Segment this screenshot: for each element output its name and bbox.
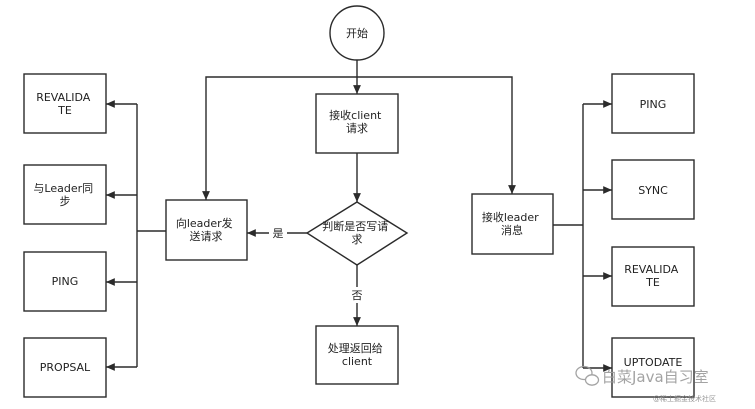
label-judge-write: 判断是否写请 求	[322, 219, 392, 246]
label-revalidate-left: REVALIDA TE	[36, 91, 94, 117]
label-propsal: PROPSAL	[40, 361, 91, 374]
node-send-to-leader	[165, 199, 248, 261]
node-sync-with-leader	[23, 164, 107, 225]
node-start	[329, 5, 385, 61]
edge-label-yes: 是	[273, 227, 284, 240]
node-ping-left	[23, 251, 107, 312]
edge-label-yes-bg	[269, 225, 287, 241]
label-handle-return: 处理返回给 client	[328, 342, 387, 368]
label-sync-right: SYNC	[638, 184, 668, 197]
label-ping-right: PING	[640, 98, 667, 111]
node-uptodate	[611, 337, 695, 398]
label-uptodate: UPTODATE	[624, 356, 683, 369]
node-handle-return	[315, 325, 399, 385]
watermark-main: 白菜Java自习室	[602, 368, 709, 386]
label-revalidate-right: REVALIDA TE	[624, 263, 682, 289]
watermark-sub: @稀土掘金技术社区	[653, 394, 716, 403]
edge-label-no: 否	[352, 289, 363, 302]
label-send-to-leader: 向leader发 送请求	[176, 216, 236, 243]
node-ping-right	[611, 73, 695, 134]
edge-start-to-send-leader	[202, 76, 357, 200]
node-sync-right	[611, 159, 695, 220]
node-receive-leader	[471, 193, 554, 255]
node-revalidate-left	[23, 73, 107, 134]
node-judge-write	[305, 201, 409, 266]
label-receive-client: 接收client 请求	[329, 108, 385, 135]
node-revalidate-right	[611, 246, 695, 307]
watermark: 白菜Java自习室 @稀土掘金技术社区	[575, 365, 716, 403]
node-labels: 开始 接收client 请求 判断是否写请 求 向leader发 送请求 处理返…	[33, 26, 682, 374]
label-sync-with-leader: 与Leader同 步	[33, 182, 96, 208]
wechat-icon	[575, 365, 600, 386]
label-ping-left: PING	[52, 275, 79, 288]
label-receive-leader: 接收leader 消息	[482, 210, 542, 237]
node-propsal	[23, 337, 107, 398]
nodes	[23, 5, 695, 398]
edge-label-no-bg	[349, 287, 365, 303]
edge-start-to-receive-leader	[357, 76, 516, 194]
edges	[106, 60, 612, 372]
node-receive-client	[315, 93, 399, 154]
label-start: 开始	[346, 26, 368, 40]
